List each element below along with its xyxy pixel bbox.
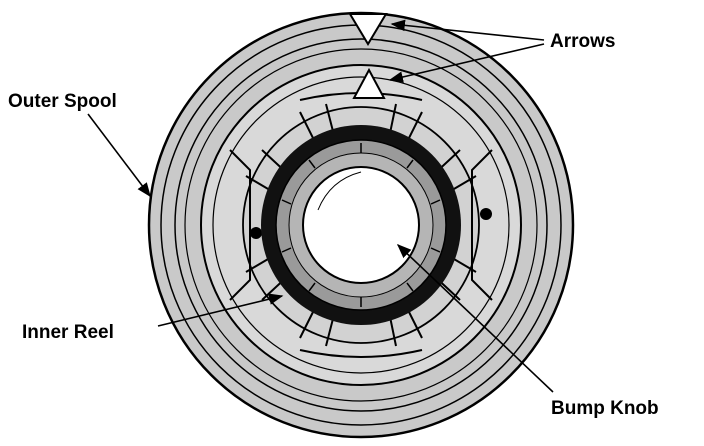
label-arrows: Arrows [550,31,615,52]
leader-lines [87,19,554,393]
label-outer-spool: Outer Spool [8,91,117,112]
inner-arrow-icon [352,67,386,99]
right-dot [480,208,492,220]
left-dot [250,227,262,239]
label-inner-reel: Inner Reel [22,322,114,343]
ring-teeth [281,143,441,307]
label-bump-knob: Bump Knob [551,398,659,419]
outer-arrow-icon [348,13,388,46]
bump-knob [302,166,420,284]
